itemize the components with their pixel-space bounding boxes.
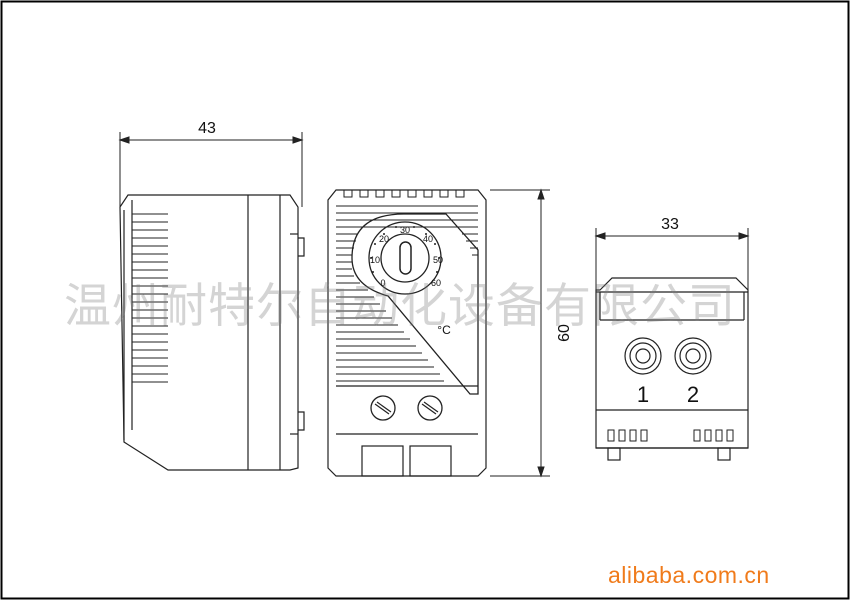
dial-panel — [351, 213, 479, 395]
front-view: 0 10 20 30 40 50 60 °C — [327, 189, 487, 477]
rail-clip-bottom — [298, 411, 305, 431]
side-view — [119, 194, 305, 471]
dimension-back-width — [594, 228, 750, 290]
terminal-screw-left — [370, 395, 396, 421]
dial-label-60: 60 — [431, 278, 441, 288]
dimension-side-width — [118, 132, 304, 207]
front-vent-lines — [336, 205, 478, 382]
top-vent-slots — [343, 190, 465, 198]
dimension-label-60: 60 — [556, 324, 573, 342]
alibaba-watermark: alibaba.com.cn — [608, 562, 770, 588]
side-vent-slots — [132, 213, 168, 383]
terminal-screw-right — [417, 395, 443, 421]
back-terminal-1-outer — [624, 337, 662, 375]
temperature-dial — [368, 221, 442, 295]
dial-label-50: 50 — [433, 255, 443, 265]
dimension-height — [490, 188, 550, 478]
back-clip-left — [607, 429, 648, 442]
unit-label: °C — [437, 323, 451, 337]
terminal-cover-left — [361, 445, 404, 477]
back-terminal-2-outer — [674, 337, 712, 375]
dial-label-0: 0 — [380, 278, 385, 288]
dial-label-20: 20 — [379, 234, 389, 244]
dial-label-40: 40 — [423, 234, 433, 244]
dimension-label-43: 43 — [198, 120, 216, 137]
rail-clip-top — [298, 237, 305, 257]
dial-label-10: 10 — [370, 255, 380, 265]
dimension-label-33: 33 — [661, 216, 679, 233]
dial-ticks — [370, 226, 440, 273]
back-clip-right — [693, 429, 734, 442]
back-view — [595, 277, 749, 461]
dial-knob-slot — [399, 241, 412, 275]
terminal-label-2: 2 — [687, 382, 699, 407]
terminal-label-1: 1 — [637, 382, 649, 407]
terminal-cover-right — [409, 445, 452, 477]
dial-label-30: 30 — [400, 225, 410, 235]
